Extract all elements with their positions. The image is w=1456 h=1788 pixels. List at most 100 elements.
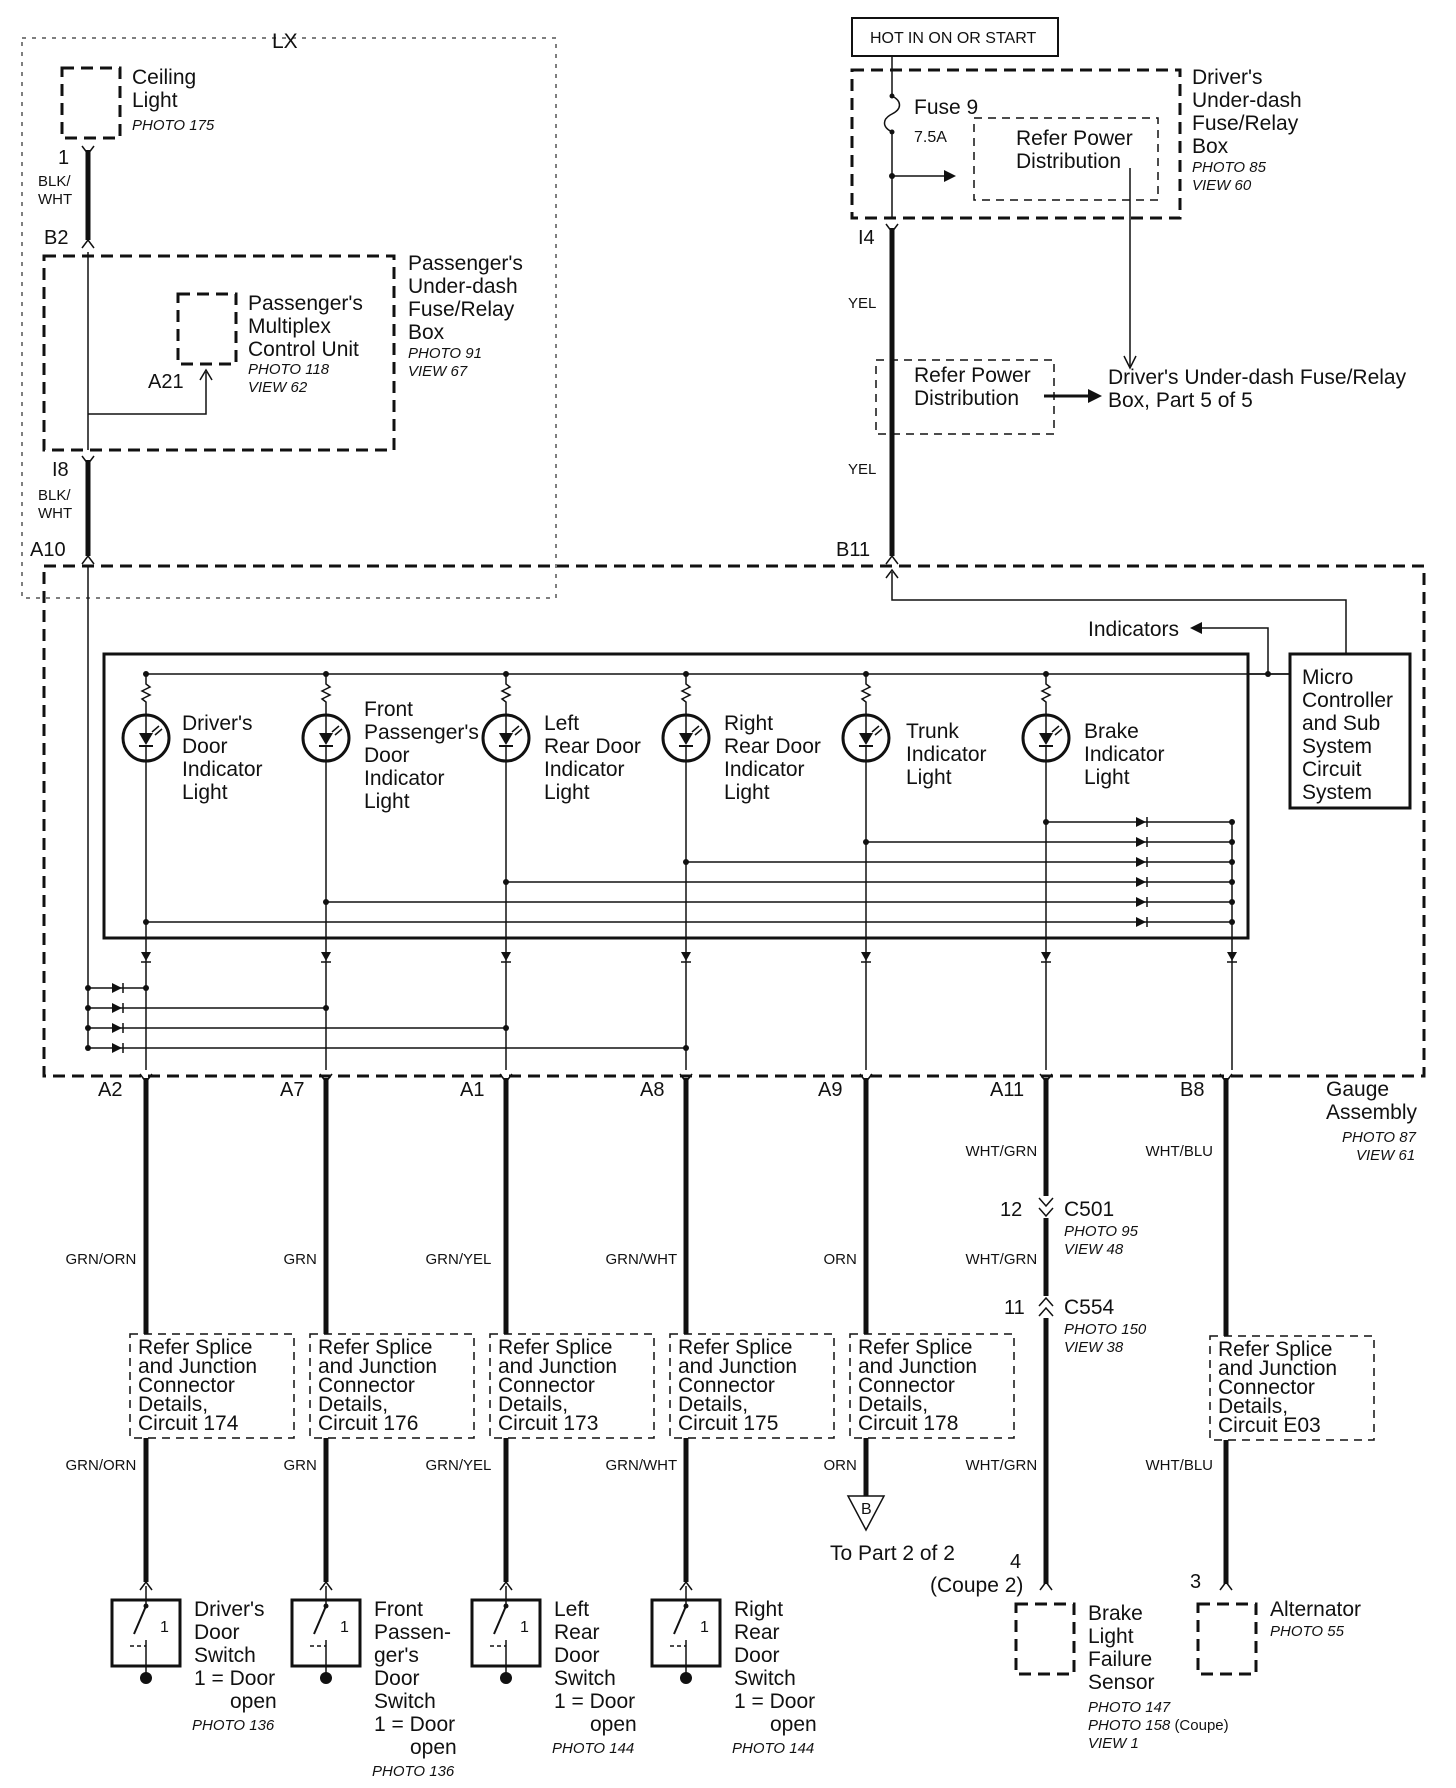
pin-1: 1 bbox=[58, 147, 69, 169]
lamp-brake-icon bbox=[1021, 671, 1071, 1070]
refer-splice-box bbox=[129, 1333, 295, 1439]
refer-power-label-1: Refer Power Distribution bbox=[1016, 127, 1139, 173]
wire-label-lower: GRN/WHT bbox=[606, 1457, 678, 1474]
refer-splice-box bbox=[489, 1333, 655, 1439]
refer-splice-box bbox=[1209, 1335, 1375, 1441]
wire-label: WHT/BLU bbox=[1146, 1143, 1214, 1160]
c554-photo: PHOTO 150 bbox=[1064, 1321, 1147, 1338]
c554-pin: 11 bbox=[1004, 1297, 1025, 1319]
refer-power-box-1 bbox=[973, 117, 1159, 201]
micro-controller-label: Micro Controller and Sub System Circuit … bbox=[1302, 666, 1399, 804]
brake-sensor-box bbox=[1014, 1602, 1076, 1676]
c554-name: C554 bbox=[1064, 1296, 1115, 1319]
lamp-panel bbox=[102, 652, 1250, 940]
gauge-assembly-label: Gauge Assembly bbox=[1326, 1078, 1418, 1124]
pin-b2: B2 bbox=[44, 227, 68, 249]
door-switch-photo: PHOTO 144 bbox=[732, 1740, 814, 1757]
wire-label-lower: GRN/ORN bbox=[66, 1457, 137, 1474]
wire-label-lower: GRN bbox=[284, 1457, 317, 1474]
alternator-box bbox=[1196, 1602, 1258, 1676]
pin-i4: I4 bbox=[858, 227, 875, 249]
wire-yel-2: YEL bbox=[848, 461, 876, 478]
switch-pin-number: 1 bbox=[700, 1619, 709, 1636]
brake-sensor-pin-note: (Coupe 2) bbox=[930, 1574, 1023, 1597]
wire-yel-1: YEL bbox=[848, 295, 876, 312]
c501-pin: 12 bbox=[1000, 1199, 1022, 1221]
to-part-2-label: To Part 2 of 2 bbox=[830, 1542, 955, 1565]
ceiling-light-label: Ceiling Light bbox=[132, 66, 202, 112]
wire-label: GRN/YEL bbox=[426, 1251, 492, 1268]
gauge-assembly-box bbox=[42, 564, 1426, 1078]
hot-label: HOT IN ON OR START bbox=[870, 30, 1036, 47]
pax-fuse-box-photo: PHOTO 91 bbox=[408, 345, 482, 362]
wire-blk-wht-2: BLK/ WHT bbox=[38, 487, 75, 522]
lamp-group bbox=[121, 671, 1071, 1070]
hot-label-box bbox=[851, 17, 1059, 57]
lamp-right-rear-icon bbox=[661, 671, 711, 1070]
c501-name: C501 bbox=[1064, 1198, 1114, 1221]
pax-fuse-box-view: VIEW 67 bbox=[408, 363, 468, 380]
driver-fuse-box-label: Driver's Under-dash Fuse/Relay Box bbox=[1192, 66, 1308, 158]
pin-a2: A2 bbox=[98, 1079, 122, 1101]
brake-sensor-photo-2: PHOTO 158 (Coupe) bbox=[1088, 1717, 1229, 1734]
switch-pin-number: 1 bbox=[340, 1619, 349, 1636]
wire-label: WHT/GRN bbox=[966, 1143, 1038, 1160]
pin-a7: A7 bbox=[280, 1079, 304, 1101]
pin-i8: I8 bbox=[52, 459, 69, 481]
to-part-2-marker bbox=[846, 1495, 886, 1532]
pax-mcu-label: Passenger's Multiplex Control Unit bbox=[248, 292, 369, 361]
c554-view: VIEW 38 bbox=[1064, 1339, 1124, 1356]
c501-view: VIEW 48 bbox=[1064, 1241, 1124, 1258]
wire-blk-wht-1: BLK/ WHT bbox=[38, 173, 75, 208]
gauge-photo: PHOTO 87 bbox=[1342, 1129, 1417, 1146]
pin-a8: A8 bbox=[640, 1079, 664, 1101]
driver-box-part-label: Driver's Under-dash Fuse/Relay Box, Part… bbox=[1108, 366, 1412, 412]
driver-fuse-box-view: VIEW 60 bbox=[1192, 177, 1252, 194]
pax-mcu-view: VIEW 62 bbox=[248, 379, 308, 396]
pin-b11: B11 bbox=[836, 539, 870, 561]
pin-a10: A10 bbox=[30, 539, 66, 561]
lx-label: LX bbox=[272, 30, 298, 53]
alternator-photo: PHOTO 55 bbox=[1270, 1623, 1345, 1640]
pin-a11: A11 bbox=[990, 1079, 1024, 1101]
c501-photo: PHOTO 95 bbox=[1064, 1223, 1139, 1240]
pax-fuse-box-label: Passenger's Under-dash Fuse/Relay Box bbox=[408, 252, 529, 344]
pax-fuse-box bbox=[42, 254, 396, 452]
alternator-pin: 3 bbox=[1190, 1571, 1201, 1593]
pin-a21: A21 bbox=[148, 371, 184, 393]
ceiling-light-photo: PHOTO 175 bbox=[132, 117, 215, 134]
switch-pin-number: 1 bbox=[520, 1619, 529, 1636]
lamp-trunk-icon bbox=[841, 671, 891, 1070]
wire-label-lower: GRN/YEL bbox=[426, 1457, 492, 1474]
wire-label-lower: WHT/GRN bbox=[966, 1457, 1038, 1474]
lamp-front-passenger-icon bbox=[301, 671, 351, 1070]
door-switch-photo: PHOTO 136 bbox=[192, 1717, 275, 1734]
lamp-left-rear-icon bbox=[481, 671, 531, 1070]
refer-splice-box bbox=[309, 1333, 475, 1439]
pax-mcu-photo: PHOTO 118 bbox=[248, 361, 330, 378]
indicators-label: Indicators bbox=[1088, 618, 1179, 641]
ceiling-light-box bbox=[60, 66, 122, 140]
